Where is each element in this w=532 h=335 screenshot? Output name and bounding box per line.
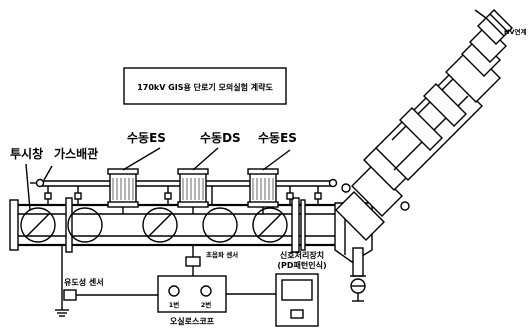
title-box: 170kV GIS용 단로기 모의실험 계략도 (123, 67, 287, 105)
label-hv-connection: HV연계 (504, 27, 526, 36)
manual-ds (177, 168, 209, 214)
ultrasonic-sensor (185, 245, 201, 276)
label-signal-processor-2: (PD패턴인식) (277, 260, 326, 270)
viewport-window (20, 207, 56, 243)
bus-insulators (67, 207, 288, 243)
signal-processor (275, 273, 319, 327)
oscilloscope (157, 275, 276, 313)
label-manual-es-right: 수동ES (258, 131, 297, 145)
manual-es-right (247, 168, 279, 214)
label-oscilloscope: 오실로스코프 (170, 316, 215, 326)
hv-bushing (334, 9, 513, 302)
label-inductive-sensor: 유도성 센서 (64, 277, 104, 287)
manual-es-left (107, 168, 139, 214)
label-viewport: 투시창 (10, 146, 43, 161)
leader-lines (25, 147, 291, 211)
label-ultrasonic-sensor: 초음파 센서 (206, 250, 238, 259)
label-manual-es-left: 수동ES (127, 131, 166, 145)
inductive-sensor (55, 245, 158, 317)
label-channel-2: 2번 (201, 300, 212, 309)
label-channel-1: 1번 (169, 300, 180, 309)
label-manual-ds: 수동DS (200, 131, 241, 145)
diagram-title: 170kV GIS용 단로기 모의실험 계략도 (137, 82, 273, 92)
label-signal-processor-1: 신호처리장치 (280, 250, 324, 260)
label-gas-pipe: 가스배관 (54, 146, 98, 161)
